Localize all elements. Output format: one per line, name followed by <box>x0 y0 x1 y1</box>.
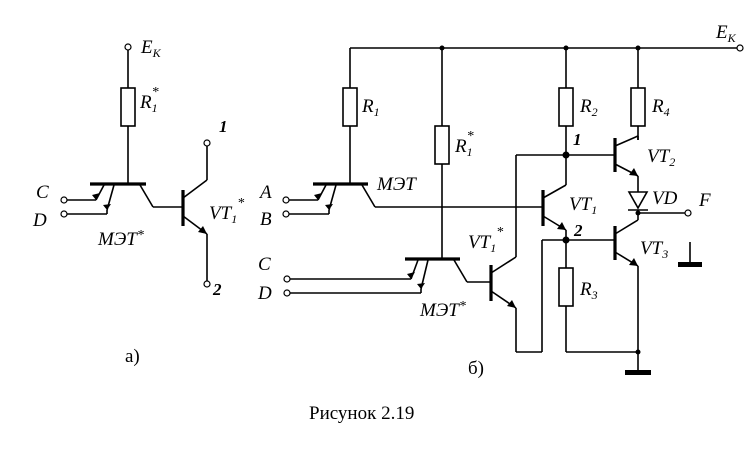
part-b-label: б) <box>468 358 484 379</box>
resistor-r3 <box>558 267 574 307</box>
schematic-a: EК R1* C D МЭТ* VT1* 1 2 а) <box>32 37 244 367</box>
figure-caption: Рисунок 2.19 <box>309 403 414 424</box>
vt3-label: VT3 <box>640 238 668 261</box>
supply-terminal-b <box>736 44 744 52</box>
supply-label-b: EК <box>715 22 737 45</box>
input-c-label-a: C <box>36 182 49 203</box>
input-d-label-a: D <box>32 210 47 231</box>
input-d-terminal-b <box>283 289 291 297</box>
vt2-label: VT2 <box>647 146 675 169</box>
input-d-terminal-a <box>60 210 68 218</box>
vt1-star-label-a: VT1* <box>209 196 244 226</box>
supply-label-a: EК <box>140 37 162 60</box>
schematic-b: EК R1 R1* R2 R3 R4 МЭТ A B C D МЭТ* VT1*… <box>257 22 744 379</box>
ground-symbol <box>625 370 651 375</box>
met-label: МЭТ <box>376 174 417 195</box>
r1-star-label: R1* <box>454 129 474 159</box>
output-f-label: F <box>698 190 711 211</box>
input-b-terminal <box>282 210 290 218</box>
diode-vd <box>627 191 649 210</box>
input-b-label: B <box>260 209 272 230</box>
ground-symbol-output <box>678 262 702 267</box>
output-f-terminal <box>684 209 692 217</box>
input-c-terminal-a <box>60 196 68 204</box>
terminal-1-a <box>203 139 211 147</box>
resistor-r4 <box>630 87 646 127</box>
input-d-label-b: D <box>257 283 272 304</box>
vt1-label: VT1 <box>569 194 597 217</box>
supply-terminal-a <box>124 43 132 51</box>
part-a-label: а) <box>125 346 140 367</box>
met-star-label-a: МЭТ* <box>97 228 144 250</box>
resistor-r1 <box>342 87 358 127</box>
r1-label: R1 <box>361 96 380 119</box>
input-c-label-b: C <box>258 254 271 275</box>
input-a-label: A <box>258 182 272 203</box>
resistor-r1-star <box>434 125 450 165</box>
node-2-label: 2 <box>573 221 583 240</box>
resistor-r1-star-label-a: R1* <box>139 85 159 115</box>
r2-label: R2 <box>579 96 598 119</box>
input-a-terminal <box>282 196 290 204</box>
resistor-r1-star-a <box>120 87 136 127</box>
diode-vd-label: VD <box>652 188 678 209</box>
r4-label: R4 <box>651 96 670 119</box>
r3-label: R3 <box>579 279 598 302</box>
terminal-2-a <box>203 280 211 288</box>
resistor-r2 <box>558 87 574 127</box>
input-c-terminal-b <box>283 275 291 283</box>
terminal-1-label-a: 1 <box>219 117 228 136</box>
met-star-label-b: МЭТ* <box>419 299 466 321</box>
node-1-label: 1 <box>573 130 582 149</box>
vt1-star-label-b: VT1* <box>468 225 503 255</box>
terminal-2-label-a: 2 <box>212 280 222 299</box>
